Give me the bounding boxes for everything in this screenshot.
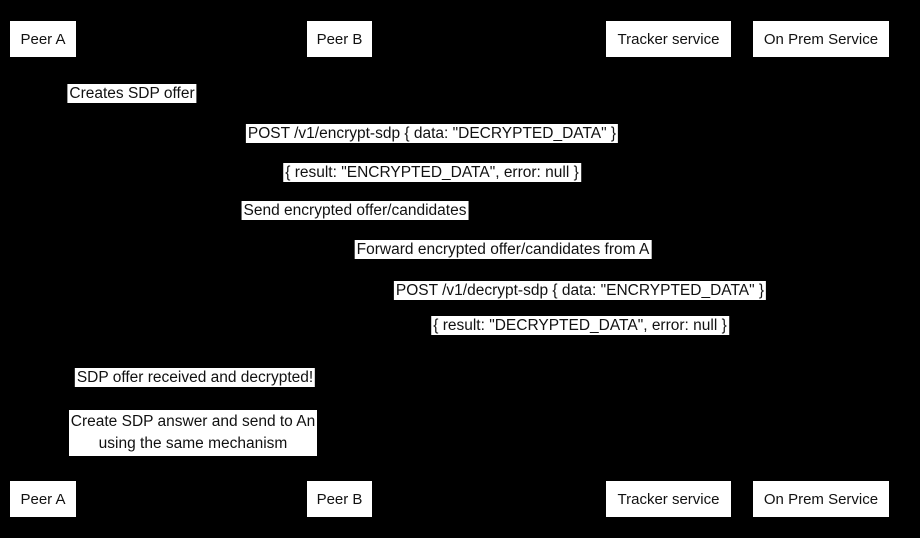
participant-box-peer-a-top: Peer A [10, 21, 76, 57]
note-line-2: using the same mechanism [98, 435, 288, 452]
message-label-encrypt-result: { result: "ENCRYPTED_DATA", error: null … [283, 163, 581, 182]
participant-box-peer-a-bottom: Peer A [10, 481, 76, 517]
participant-label: Peer B [316, 30, 363, 48]
participant-box-peer-b-bottom: Peer B [307, 481, 372, 517]
participant-label: Peer B [316, 490, 363, 508]
message-label-creates-sdp-offer: Creates SDP offer [67, 84, 197, 103]
participant-box-tracker-service-bottom: Tracker service [606, 481, 731, 517]
participant-box-tracker-service-top: Tracker service [606, 21, 731, 57]
message-label-post-decrypt-sdp: POST /v1/decrypt-sdp { data: "ENCRYPTED_… [393, 281, 767, 300]
note-line-1: Create SDP answer and send to An [70, 413, 316, 430]
note-box-create-sdp-answer: Create SDP answer and send to An using t… [69, 410, 317, 456]
message-label-sdp-offer-received: SDP offer received and decrypted! [74, 368, 316, 387]
message-label-decrypt-result: { result: "DECRYPTED_DATA", error: null … [431, 316, 729, 335]
participant-label: Peer A [20, 490, 66, 508]
participant-box-peer-b-top: Peer B [307, 21, 372, 57]
message-label-send-encrypted-offer: Send encrypted offer/candidates [241, 201, 469, 220]
message-label-forward-encrypted-offer: Forward encrypted offer/candidates from … [354, 240, 652, 259]
participant-label: Tracker service [617, 490, 720, 508]
message-label-post-encrypt-sdp: POST /v1/encrypt-sdp { data: "DECRYPTED_… [245, 124, 619, 143]
participant-box-on-prem-service-bottom: On Prem Service [753, 481, 889, 517]
participant-label: On Prem Service [763, 30, 879, 48]
participant-box-on-prem-service-top: On Prem Service [753, 21, 889, 57]
participant-label: On Prem Service [763, 490, 879, 508]
participant-label: Tracker service [617, 30, 720, 48]
participant-label: Peer A [20, 30, 66, 48]
